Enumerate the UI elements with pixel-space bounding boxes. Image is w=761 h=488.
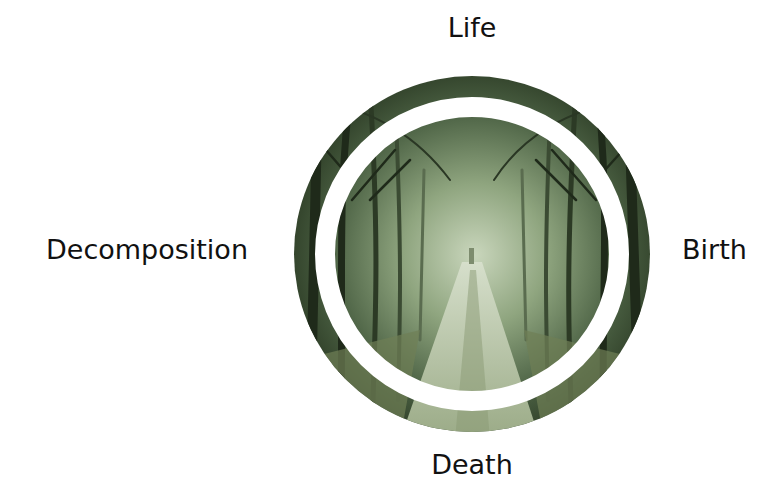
cycle-label: Decomposition: [46, 234, 248, 266]
forest-photo: [290, 70, 660, 440]
cycle-label: Birth: [682, 234, 747, 266]
cycle-label: Death: [431, 449, 513, 481]
cycle-label: Life: [448, 12, 497, 44]
white-ring: [325, 107, 619, 401]
